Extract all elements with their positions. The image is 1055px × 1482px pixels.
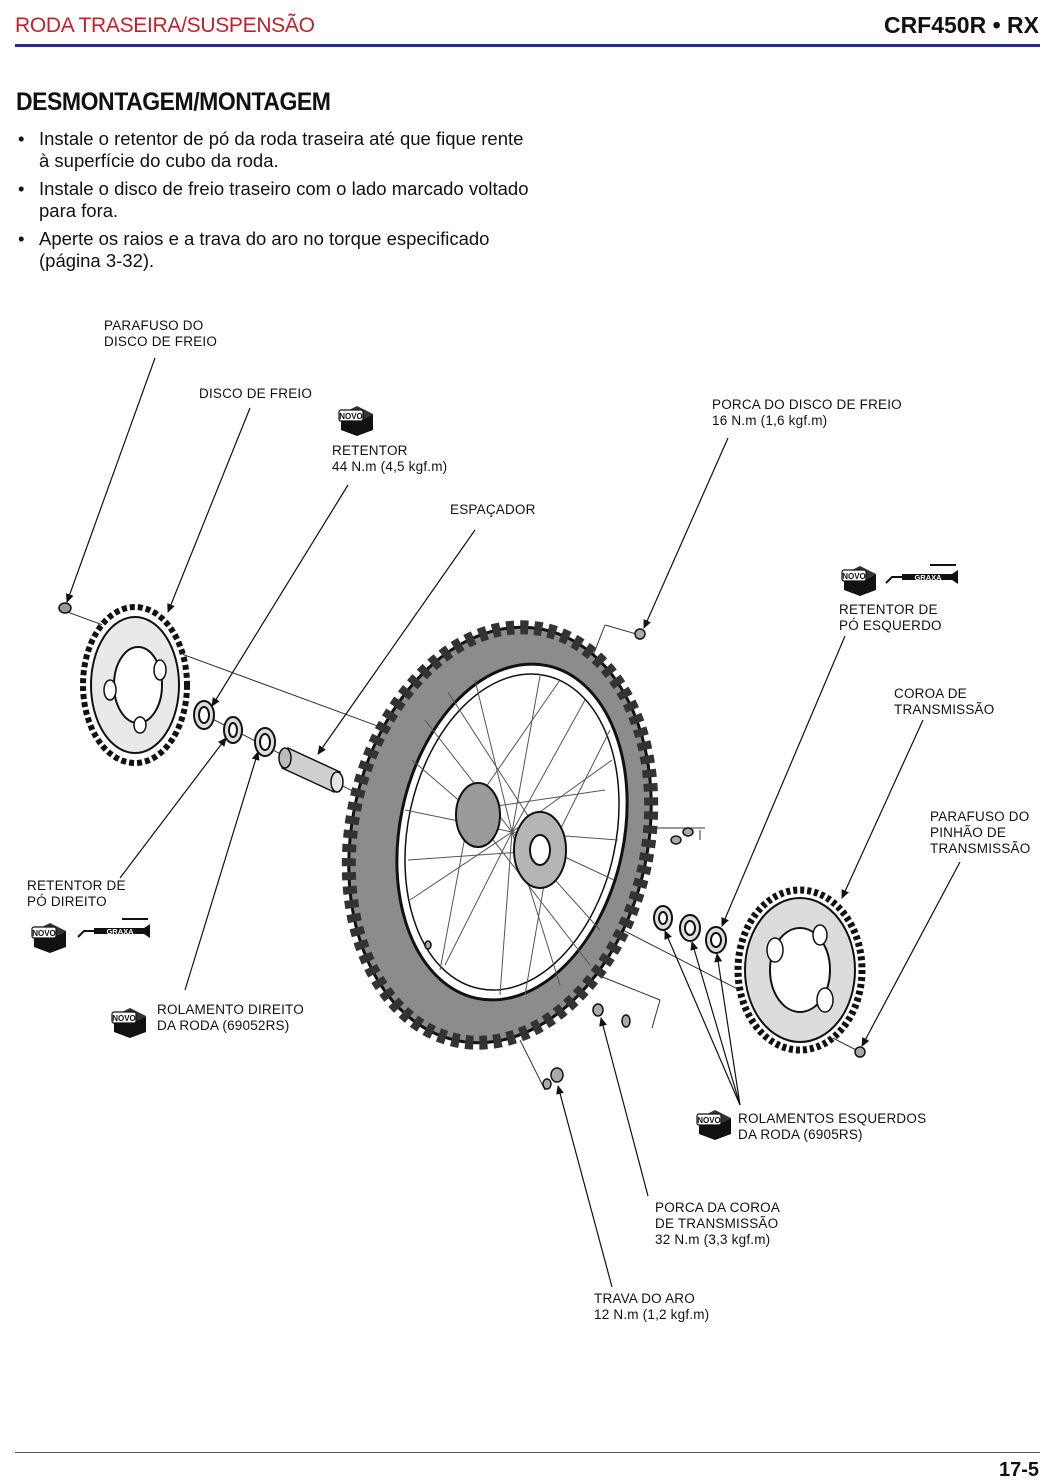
- instruction-item: Aperte os raios e a trava do aro no torq…: [18, 228, 538, 272]
- footer-rule: [15, 1452, 1040, 1453]
- page-number: 17-5: [998, 1459, 1039, 1481]
- label-brake-disc: DISCO DE FREIO: [199, 386, 312, 402]
- label-right-dust-seal: RETENTOR DE PÓ DIREITO: [27, 878, 126, 910]
- new-part-icon: NOVO: [841, 566, 876, 596]
- label-brake-disc-nut: PORCA DO DISCO DE FREIO 16 N.m (1,6 kgf.…: [712, 397, 902, 429]
- small-fasteners-drawing: [424, 940, 866, 1090]
- new-badge-text: NOVO: [112, 1014, 136, 1023]
- leader-arrows: [65, 357, 961, 1288]
- instruction-item: Instale o disco de freio traseiro com o …: [18, 178, 538, 222]
- section-header: RODA TRASEIRA/SUSPENSÃO: [15, 14, 315, 37]
- label-line: RETENTOR DE: [839, 602, 938, 617]
- label-left-bearings: ROLAMENTOS ESQUERDOS DA RODA (6905RS): [738, 1111, 926, 1143]
- instruction-item: Instale o retentor de pó da roda traseir…: [18, 128, 538, 172]
- label-line: DISCO DE FREIO: [199, 386, 313, 401]
- label-line: 12 N.m (1,2 kgf.m): [594, 1307, 710, 1322]
- new-badge-text: NOVO: [32, 929, 56, 938]
- label-left-dust-seal: RETENTOR DE PÓ ESQUERDO: [839, 602, 942, 634]
- label-line: COROA DE: [894, 686, 967, 701]
- label-sprocket-bolt: PARAFUSO DO PINHÃO DE TRANSMISSÃO: [930, 809, 1030, 857]
- header-rule: [15, 44, 1040, 47]
- label-brake-disc-bolt: PARAFUSO DO DISCO DE FREIO: [104, 318, 217, 350]
- new-part-icon: NOVO: [31, 923, 66, 953]
- new-part-icon: NOVO: [111, 1008, 146, 1038]
- disc-bolt-drawing: [58, 602, 72, 614]
- section-title: DESMONTAGEM/MONTAGEM: [16, 88, 331, 116]
- label-sprocket-nut: PORCA DA COROA DE TRANSMISSÃO 32 N.m (3,…: [655, 1200, 780, 1248]
- label-rim-lock: TRAVA DO ARO 12 N.m (1,2 kgf.m): [594, 1291, 709, 1323]
- spacer-drawing: [278, 746, 344, 794]
- instruction-list: Instale o retentor de pó da roda traseir…: [18, 128, 538, 278]
- label-line: 16 N.m (1,6 kgf.m): [712, 413, 828, 428]
- label-line: PARAFUSO DO: [930, 809, 1030, 824]
- label-line: PINHÃO DE: [930, 825, 1007, 840]
- brake-disc-drawing: [80, 604, 190, 766]
- label-driven-sprocket: COROA DE TRANSMISSÃO: [894, 686, 994, 718]
- new-badge-text: NOVO: [842, 572, 866, 581]
- label-spacer: ESPAÇADOR: [450, 502, 536, 518]
- label-line: RETENTOR DE: [27, 878, 126, 893]
- new-part-icon: NOVO: [696, 1110, 731, 1140]
- label-line: TRANSMISSÃO: [894, 702, 995, 717]
- label-line: PARAFUSO DO: [104, 318, 204, 333]
- label-seal: RETENTOR 44 N.m (4,5 kgf.m): [332, 443, 447, 475]
- label-line: TRANSMISSÃO: [930, 841, 1031, 856]
- right-side-parts-drawing: [193, 700, 276, 757]
- model-header: CRF450R • RX: [883, 12, 1039, 38]
- label-line: ROLAMENTO DIREITO: [157, 1002, 304, 1017]
- label-line: PORCA DA COROA: [655, 1200, 781, 1215]
- label-line: PORCA DO DISCO DE FREIO: [712, 397, 902, 412]
- label-line: ESPAÇADOR: [450, 502, 536, 517]
- label-line: DA RODA (6905RS): [738, 1127, 863, 1142]
- label-line: ROLAMENTOS ESQUERDOS: [738, 1111, 927, 1126]
- label-line: DA RODA (69052RS): [157, 1018, 290, 1033]
- label-line: 44 N.m (4,5 kgf.m): [332, 459, 448, 474]
- new-badge-text: NOVO: [697, 1116, 721, 1125]
- grease-badge-text: GRAXA: [914, 573, 942, 582]
- grease-tube-icon: GRAXA: [77, 918, 150, 938]
- hub-nuts-drawing: [634, 628, 694, 845]
- wheel-drawing: [341, 620, 659, 1050]
- left-side-parts-drawing: [653, 905, 727, 954]
- label-line: TRAVA DO ARO: [594, 1291, 695, 1306]
- new-badge-text: NOVO: [339, 412, 363, 421]
- label-line: PÓ ESQUERDO: [839, 618, 942, 633]
- label-line: DISCO DE FREIO: [104, 334, 218, 349]
- grease-badge-text: GRAXA: [106, 927, 134, 936]
- sprocket-drawing: [734, 886, 866, 1054]
- label-right-bearing: ROLAMENTO DIREITO DA RODA (69052RS): [157, 1002, 304, 1034]
- label-line: RETENTOR: [332, 443, 408, 458]
- label-line: 32 N.m (3,3 kgf.m): [655, 1232, 771, 1247]
- grease-tube-icon: GRAXA: [885, 564, 958, 584]
- new-part-icon: NOVO: [338, 406, 373, 436]
- label-line: DE TRANSMISSÃO: [655, 1216, 779, 1231]
- label-line: PÓ DIREITO: [27, 894, 107, 909]
